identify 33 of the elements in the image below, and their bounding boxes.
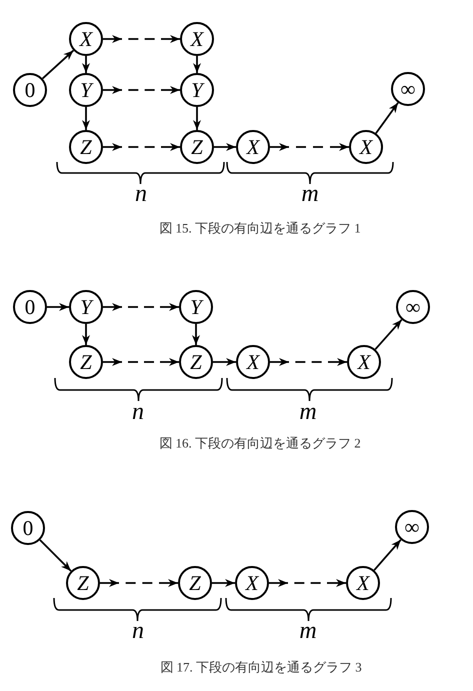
arrow: [374, 319, 402, 350]
dashed-arrow: [100, 579, 178, 587]
brace-label: m: [299, 400, 317, 424]
figure-caption: 図 16. 下段の有向辺を通るグラフ 2: [159, 436, 361, 450]
arrow: [82, 56, 90, 73]
figure-caption: 図 15. 下段の有向辺を通るグラフ 1: [159, 222, 361, 234]
dashed-arrow: [103, 86, 180, 94]
arrow: [214, 143, 236, 151]
dashed-arrow: [103, 35, 180, 43]
arrow: [192, 324, 200, 345]
brace-label: m: [299, 619, 317, 643]
brace-label: n: [135, 182, 147, 206]
dashed-arrow: [103, 303, 179, 311]
arrow: [39, 539, 72, 572]
arrow: [213, 358, 236, 366]
brace-label: n: [132, 619, 144, 643]
arrow: [375, 102, 399, 134]
arrow: [193, 107, 201, 130]
figure-caption: 図 17. 下段の有向辺を通るグラフ 3: [160, 660, 362, 674]
arrow: [374, 539, 402, 571]
dashed-arrow: [269, 579, 346, 587]
brace-label: m: [301, 182, 319, 206]
dashed-arrow: [270, 358, 347, 366]
arrow: [47, 303, 69, 311]
arrow: [42, 50, 74, 80]
arrow: [193, 56, 201, 73]
dashed-arrow: [103, 143, 180, 151]
arrow: [82, 324, 90, 345]
arrow: [212, 579, 235, 587]
arrow: [82, 107, 90, 130]
brace-label: n: [132, 400, 144, 424]
dashed-arrow: [270, 143, 349, 151]
dashed-arrow: [103, 358, 179, 366]
